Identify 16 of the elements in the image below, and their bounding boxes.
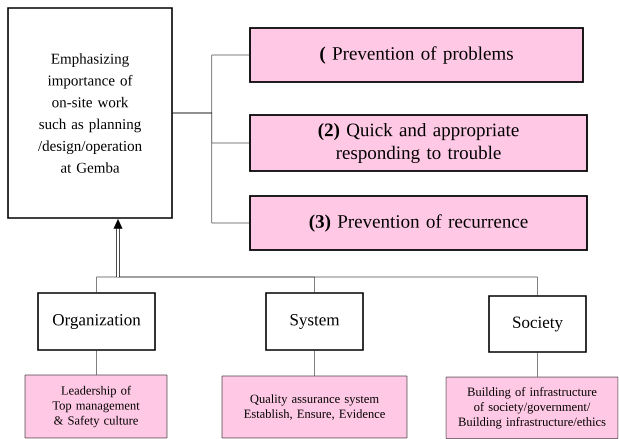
goal-box: (3) Prevention of recurrence xyxy=(249,195,588,251)
connector xyxy=(96,350,97,375)
detail-box: Quality assurance system Establish, Ensure, Evidence xyxy=(222,376,408,438)
connector xyxy=(118,276,538,296)
goal-box: ( Prevention of problems xyxy=(249,27,584,83)
category-box: Society xyxy=(488,295,587,353)
connector xyxy=(314,350,315,376)
connector xyxy=(172,112,250,224)
goal-box: (2) Quick and appropriate responding to trouble xyxy=(249,114,588,172)
detail-box: Leadership of Top management & Safety culture xyxy=(24,374,168,438)
concept-box: Emphasizing importance of on-site work such as planning /design/operation at Gemba xyxy=(7,7,173,219)
category-box: System xyxy=(265,292,364,351)
connector xyxy=(96,276,118,292)
detail-box: Building of infrastructure of society/government/ Building infrastructure/ethics xyxy=(446,376,618,439)
category-box: Organization xyxy=(37,292,156,351)
connector xyxy=(537,352,538,378)
